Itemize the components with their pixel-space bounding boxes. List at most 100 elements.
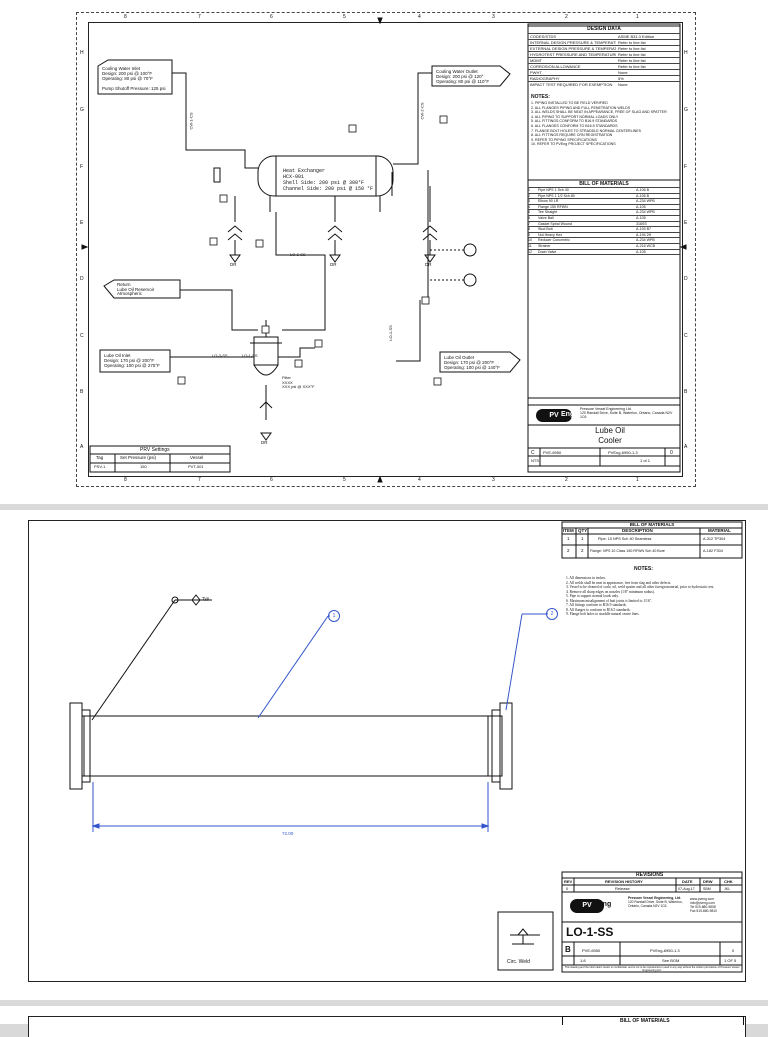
zone-letter: F — [80, 164, 84, 170]
line-label: LO-1-SS — [387, 325, 393, 341]
design-data-value: Refer to line list — [618, 58, 646, 63]
bom-item: 12 — [528, 249, 532, 254]
bom-header: DESCRIPTION — [622, 528, 653, 533]
revision-header: DRW — [703, 879, 713, 884]
bom-title: BILL OF MATERIALS — [620, 1018, 670, 1024]
design-data-key: CORROSION ALLOWANCE — [530, 64, 581, 69]
callout-line: Return — [117, 282, 131, 287]
note-item: 2. All welds shall be neat in appearance… — [566, 580, 672, 585]
callout-line: Filter — [282, 375, 291, 380]
zone-number: 1 — [636, 14, 639, 20]
weld-legend-label: Circ. Weld — [507, 959, 530, 965]
bom-item: 3 — [528, 199, 530, 204]
zone-letter: D — [684, 276, 688, 282]
length-dimension: 72.00 — [282, 831, 294, 836]
bom-qty: 1 — [581, 536, 584, 541]
prv-value: PSV-1 — [94, 464, 106, 469]
title-line: Lube Oil — [595, 426, 625, 435]
pipe-spool-drawing — [69, 521, 743, 973]
bom-material: A-234 WPB — [636, 238, 655, 243]
zone-number: 7 — [198, 477, 201, 483]
bom-desc: Pipe: 10 NPS Sch 40 Seamless — [598, 537, 652, 541]
revisions-title: REVISIONS — [636, 872, 664, 878]
title-line: Cooler — [598, 436, 622, 445]
drain-label: DR — [230, 262, 237, 267]
bom-title: BILL OF MATERIALS — [629, 522, 675, 527]
file-name: PVEng-6950-1.3 — [650, 948, 680, 953]
line-label: CW-2-CS — [419, 102, 425, 120]
revision-value: Release — [615, 886, 630, 891]
sheet-size: B — [565, 945, 571, 954]
bom-desc: Elbow 90 LR — [538, 199, 559, 204]
drain-label: DR — [330, 262, 337, 267]
bom-item: 9 — [528, 232, 530, 237]
bom-item: 8 — [528, 227, 530, 232]
sheet-3-bom-header — [562, 1016, 744, 1025]
pveng-logo: PV — [570, 899, 604, 913]
prv-value: PVT-001 — [188, 464, 204, 469]
zone-number: 3 — [492, 477, 495, 483]
design-data-key: CODES/STDS — [530, 34, 557, 39]
zone-letter: H — [80, 50, 84, 56]
bom-material: A-106 B — [636, 188, 649, 192]
note-item: 5. ALL FITTINGS CONFORM TO B16.9 STANDAR… — [531, 119, 618, 124]
note-item: 4. ALL PIPING TO SUPPORT NORMAL LOADS ON… — [531, 114, 619, 119]
revision-header: CHK — [724, 879, 733, 884]
callout-line: Lube Oil Inlet — [104, 353, 131, 358]
filter-callout: Filter XXXX XXX psi @ XXX°F — [282, 375, 315, 390]
design-data-value: Refer to line list — [618, 46, 646, 51]
bom-material: A-182 F304 — [703, 549, 723, 553]
company-web: www.pveng.com — [690, 897, 715, 901]
bom-material: A-312 TP304 — [703, 537, 726, 541]
bom-item: 10 — [528, 238, 532, 243]
prv-header: Tag — [96, 455, 104, 460]
notes-list: 1. PIPING INSTALLED TO BE FIELD VERIFIED… — [531, 101, 677, 147]
heat-exchanger-label: Heat Exchanger HCX-001 Shell Side: 200 p… — [283, 168, 373, 192]
company-address: 120 Randall Drive, Suite B, Waterloo, On… — [628, 900, 683, 908]
revision: 0 — [670, 450, 673, 456]
zone-number: 3 — [492, 14, 495, 20]
lo-outlet-callout: Lube Oil Outlet Design: 170 psi @ 200°F … — [444, 355, 500, 370]
revision-value: 0 — [566, 886, 569, 891]
design-data-value: Refer to line list — [618, 52, 646, 57]
company-fax: Fax 519-880-9810 — [690, 909, 717, 913]
design-data-key: IMPACT TEST REQUIRED FOR EXEMPTION — [530, 82, 613, 87]
zone-letter: G — [80, 107, 84, 113]
callout-line: Operating: 100 psi @ 140°F — [444, 365, 500, 370]
bom-desc: Drain Valve — [538, 249, 557, 254]
bom-header: ITEM — [563, 528, 574, 533]
return-callout: Return Lube Oil Reservoir Atmospheric — [117, 282, 154, 297]
legal-notice: This drawing and the information herein … — [564, 966, 740, 972]
revision-header: REV — [564, 879, 573, 884]
bom-desc: Flange: NPS 10 Class 150 RFWN Sch 40 Bor… — [590, 549, 665, 553]
revision: 0 — [732, 948, 735, 953]
zone-letter: H — [684, 50, 688, 56]
company-info: Pressure Vessel Engineering, Ltd. 120 Ra… — [628, 896, 686, 908]
callout-line: Operating: 80 psi @ 70°F — [102, 76, 153, 81]
bom-item: 1 — [567, 536, 570, 541]
company-info: Pressure Vessel Engineering Ltd. 120 Ran… — [580, 407, 678, 420]
bom-item: 2 — [528, 193, 530, 198]
sheet-number: 1 of 1 — [640, 458, 651, 463]
zone-number: 4 — [418, 477, 421, 483]
note-item: 10. REFER TO PVEng PROJECT SPECIFICATION… — [531, 142, 616, 147]
bom-desc: Stud Bolt — [538, 227, 553, 232]
note-item: 2. ALL FLANGES PIPING AND FULL PENETRATI… — [531, 105, 631, 110]
drain-label: DR — [261, 440, 268, 445]
callout-line: Atmospheric — [117, 291, 143, 297]
bom-desc: Tee Straight — [538, 210, 558, 215]
bom-header: QTY — [578, 528, 588, 533]
zone-number: 1 — [636, 477, 639, 483]
note-item: 1. All dimensions in inches. — [566, 576, 606, 580]
note-item: 8. All flanges to conform to B16.5 stand… — [566, 607, 631, 612]
notes-list: 1. All dimensions in inches. 2. All weld… — [566, 576, 742, 617]
note-item: 1. PIPING INSTALLED TO BE FIELD VERIFIED — [531, 101, 608, 105]
zone-number: 4 — [418, 14, 421, 20]
bom-desc: Valve Ball — [538, 215, 554, 220]
design-data-key: PWHT — [530, 70, 542, 75]
note-item: 8. ALL FITTINGS REQUIRE CRN REGISTRATION — [531, 133, 613, 138]
logo-suffix: Eng — [598, 901, 612, 908]
zone-letter: E — [80, 220, 84, 226]
company-tel: Tel 519-880-9808 — [690, 905, 716, 909]
